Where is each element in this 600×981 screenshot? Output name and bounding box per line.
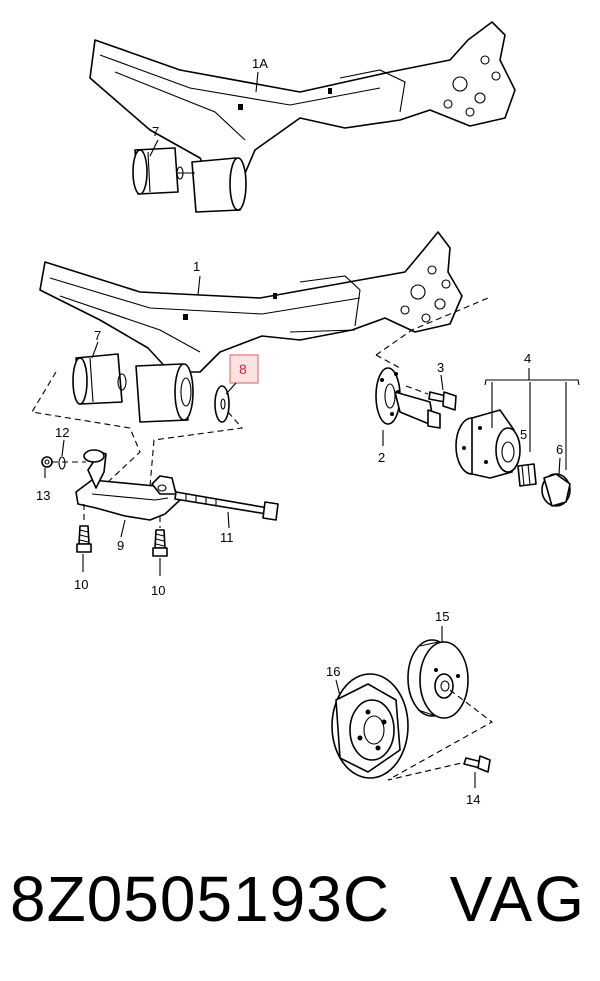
callout-13: 13 (36, 488, 50, 503)
callout-8[interactable]: 8 (239, 361, 247, 377)
dust-cap-6 (541, 473, 571, 507)
callout-12: 12 (55, 425, 69, 440)
hub-nut-5 (517, 463, 537, 487)
callout-10-right: 10 (151, 583, 165, 598)
bolt-3 (405, 385, 457, 411)
callout-1: 1 (193, 259, 200, 274)
nut-12-13 (41, 456, 86, 470)
callout-5: 5 (520, 427, 527, 442)
callout-15: 15 (435, 609, 449, 624)
screw-10-right (152, 516, 168, 557)
bolt-11 (174, 491, 279, 521)
wheel-hub-4 (455, 409, 521, 479)
brake-disc-16 (331, 673, 409, 779)
parts-diagram: 1A 7 1 7 8 (31, 21, 580, 807)
callout-1a: 1A (252, 56, 268, 71)
callout-7-top: 7 (152, 124, 159, 139)
callout-4: 4 (524, 351, 531, 366)
screw-14 (463, 755, 491, 773)
screw-10-left (76, 504, 92, 553)
bushing-7-top (132, 147, 247, 213)
callout-10-left: 10 (74, 577, 88, 592)
callout-8-highlight[interactable] (229, 354, 259, 384)
callout-9: 9 (117, 538, 124, 553)
rear-axle-beam-1a (89, 21, 516, 186)
part-number: 8Z0505193C (10, 863, 391, 935)
brake-drum-15 (407, 639, 469, 719)
callout-3: 3 (437, 360, 444, 375)
callout-6: 6 (556, 442, 563, 457)
callout-7-middle: 7 (94, 328, 101, 343)
callout-2: 2 (378, 450, 385, 465)
brand-label: VAG (449, 863, 586, 935)
rear-axle-beam-1 (39, 231, 463, 373)
bushing-7-middle (72, 353, 194, 423)
callout-11: 11 (220, 530, 234, 545)
callout-14: 14 (466, 792, 480, 807)
washer-8 (214, 385, 230, 423)
footer: 8Z0505193C VAG (0, 862, 600, 972)
mounting-bracket-9 (75, 449, 181, 521)
callout-16: 16 (326, 664, 340, 679)
stub-axle-2 (375, 367, 441, 429)
